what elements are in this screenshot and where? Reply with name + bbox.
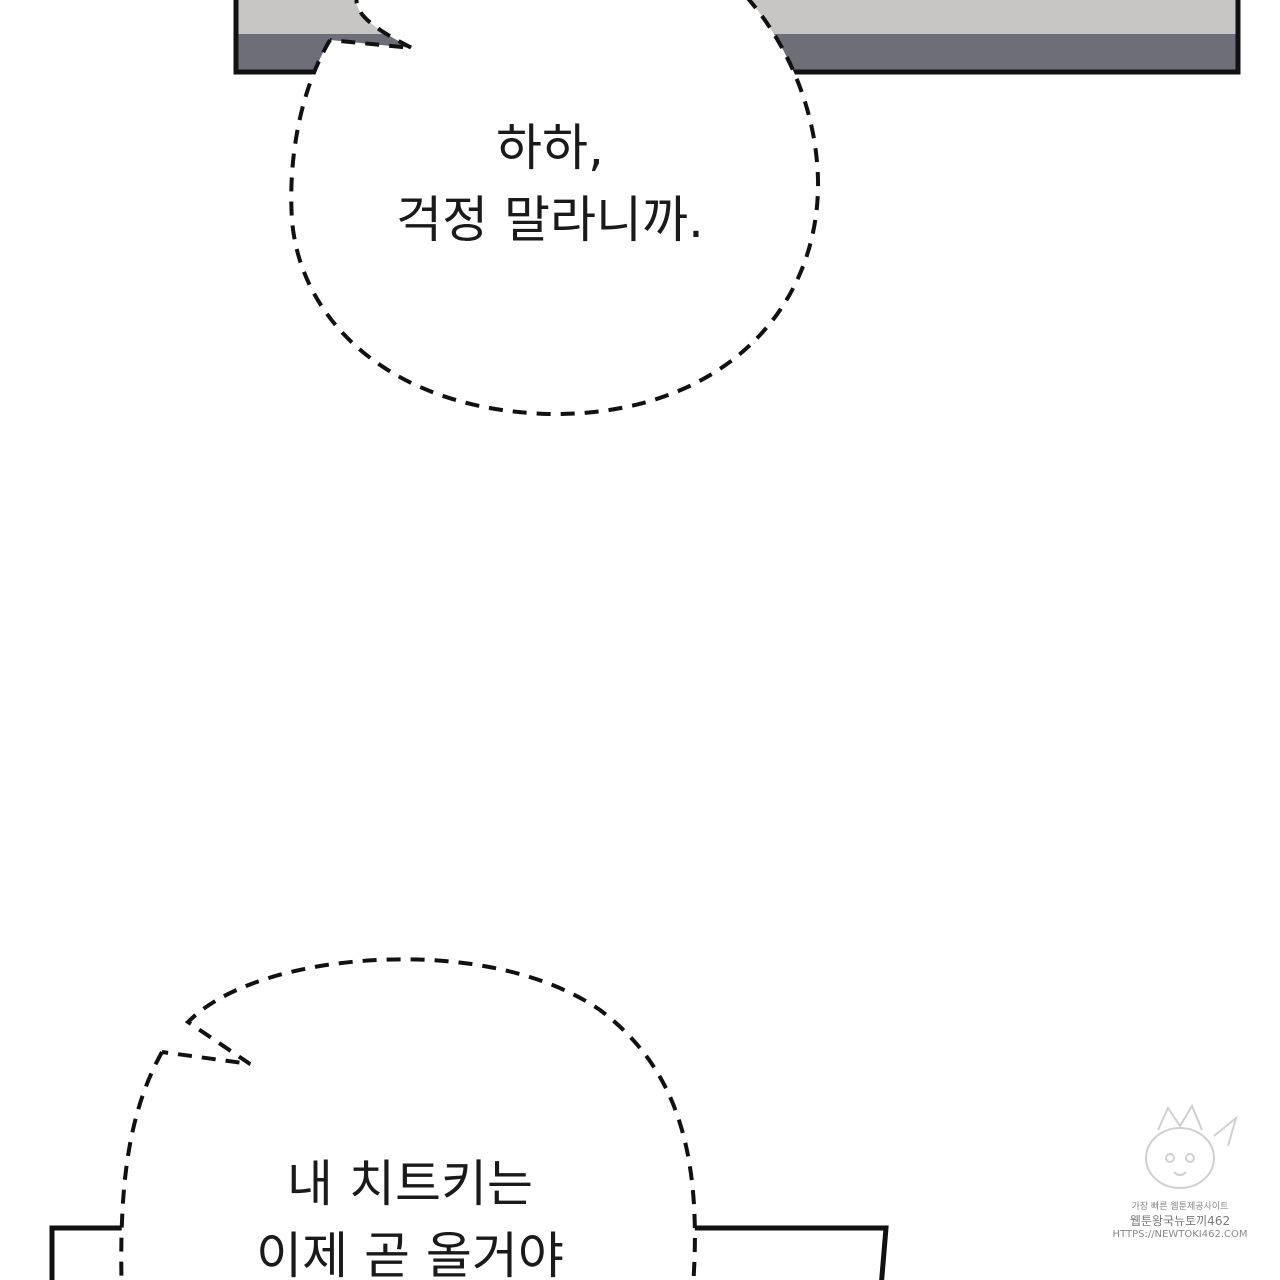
site-watermark: 가장 빠른 웹툰제공사이트 웹툰왕국뉴토끼462 HTTPS://NEWTOKI… — [1112, 1200, 1248, 1242]
watermark-line: 가장 빠른 웹툰제공사이트 — [1131, 1202, 1229, 1212]
speech-bubble-bottom-text: 내 치트키는 이제 곧 올거야 — [150, 1148, 670, 1280]
watermark-mascot-icon — [1145, 1103, 1238, 1189]
bubble-line: 걱정 말라니까. — [396, 191, 704, 249]
speech-bubble-top — [289, 0, 821, 417]
speech-bubble-bottom — [119, 957, 697, 1280]
watermark-line: 웹툰왕국뉴토끼462 — [1129, 1214, 1231, 1228]
bubble-line: 이제 곧 올거야 — [256, 1227, 564, 1280]
bubble-line: 하하, — [496, 119, 604, 177]
bubble-line: 내 치트키는 — [287, 1155, 533, 1213]
watermark-line: HTTPS://NEWTOKI462.COM — [1112, 1229, 1248, 1240]
speech-bubble-top-text: 하하, 걱정 말라니까. — [300, 112, 800, 256]
